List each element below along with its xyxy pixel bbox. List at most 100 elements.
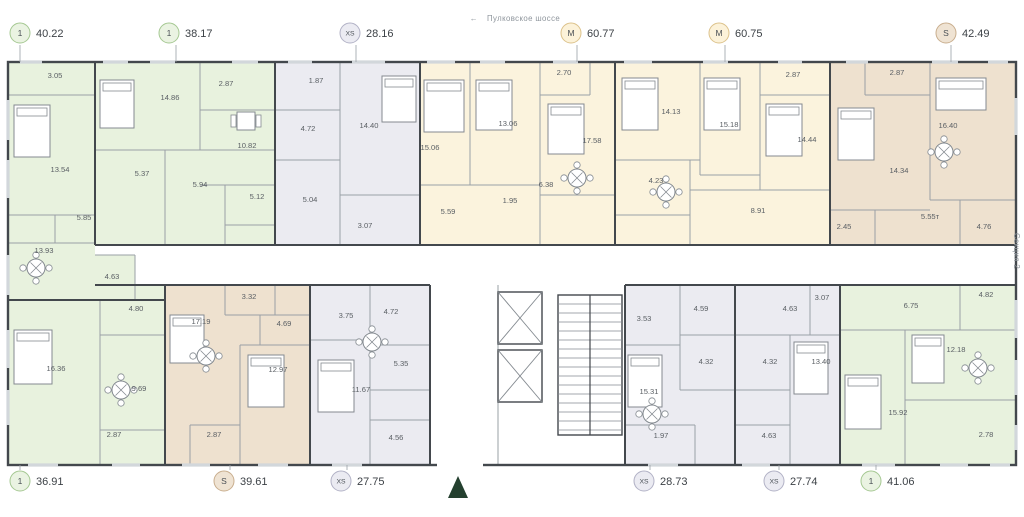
dining-table-icon xyxy=(635,397,669,431)
room-area-label: 5.37 xyxy=(135,169,150,178)
dining-table-icon xyxy=(961,351,995,385)
unit-region-unit-39-61 xyxy=(165,285,310,465)
badge-circle xyxy=(9,22,31,44)
room-area-label: 6.75 xyxy=(904,301,919,310)
room-area-label: 2.87 xyxy=(786,70,801,79)
room-area-label: 14.34 xyxy=(889,166,908,175)
room-area-label: 16.36 xyxy=(46,364,65,373)
badge-circle xyxy=(9,470,31,492)
room-area-label: 11.67 xyxy=(352,385,370,394)
badge-type-label: XS xyxy=(769,479,779,486)
room-area-label: 4.59 xyxy=(694,304,709,313)
badge-type-label: 1 xyxy=(18,28,23,38)
room-area-label: 4.32 xyxy=(763,357,778,366)
bed-icon xyxy=(935,77,987,111)
room-area-label: 5.59 xyxy=(441,207,456,216)
badge-circle xyxy=(560,22,582,44)
room-area-label: 17.58 xyxy=(582,136,601,145)
bed-icon xyxy=(547,103,585,155)
room-area-label: 1.87 xyxy=(309,76,324,85)
badge-circle xyxy=(330,470,352,492)
dining-table-icon xyxy=(104,373,138,407)
room-area-label: 1.95 xyxy=(503,196,518,205)
room-area-label: 4.72 xyxy=(301,124,316,133)
room-area-label: 4.69 xyxy=(277,319,292,328)
room-area-label: 10.82 xyxy=(237,141,256,150)
badge-circle xyxy=(213,470,235,492)
badge-area-value: 40.22 xyxy=(36,28,64,40)
room-area-label: 3.07 xyxy=(358,221,373,230)
badge-area-value: 60.77 xyxy=(587,28,615,40)
badge-area-value: 28.16 xyxy=(366,28,394,40)
street-label: Пулковское шоссе xyxy=(487,14,560,23)
badge-circle xyxy=(158,22,180,44)
room-area-label: 17.19 xyxy=(191,317,210,326)
badge-circle xyxy=(763,470,785,492)
dining-table-icon xyxy=(189,339,223,373)
room-area-label: 14.40 xyxy=(359,121,378,130)
unit-badge[interactable]: S 42.49 xyxy=(935,22,990,62)
unit-badge[interactable]: XS 27.74 xyxy=(763,465,818,492)
room-area-label: 3.53 xyxy=(637,314,652,323)
room-area-label: 4.72 xyxy=(384,307,399,316)
room-area-label: 13.40 xyxy=(811,357,830,366)
badge-area-value: 42.49 xyxy=(962,28,990,40)
badge-area-value: 39.61 xyxy=(240,476,268,488)
badge-circle xyxy=(860,470,882,492)
bed-icon xyxy=(423,79,465,133)
bed-icon xyxy=(99,79,135,129)
bed-icon xyxy=(13,329,53,385)
bed-icon xyxy=(844,374,882,430)
room-area-label: 14.13 xyxy=(661,107,680,116)
bed-icon xyxy=(765,103,803,157)
badge-area-value: 38.17 xyxy=(185,28,213,40)
room-area-label: 5.12 xyxy=(250,192,265,201)
badge-area-value: 27.74 xyxy=(790,476,818,488)
badge-type-label: S xyxy=(221,476,227,486)
room-area-label: 15.31 xyxy=(639,387,658,396)
elevator-icon xyxy=(497,349,543,403)
room-area-label: 13.54 xyxy=(50,165,69,174)
room-area-label: 15.06 xyxy=(420,143,439,152)
badge-type-label: S xyxy=(943,28,949,38)
room-area-label: 5.85 xyxy=(77,213,92,222)
dining-table-icon xyxy=(927,135,961,169)
badge-type-label: 1 xyxy=(167,28,172,38)
room-area-label: 4.56 xyxy=(389,433,404,442)
bed-icon xyxy=(837,107,875,161)
room-area-label: 2.87 xyxy=(207,430,222,439)
room-area-label: 4.63 xyxy=(762,431,777,440)
room-area-label: 8.91 xyxy=(751,206,766,215)
room-area-label: 13.93 xyxy=(34,246,53,255)
bed-icon xyxy=(703,77,741,131)
room-area-label: 14.86 xyxy=(160,93,179,102)
room-area-label: 6.38 xyxy=(539,180,554,189)
room-area-label: 3.05 xyxy=(48,71,63,80)
badge-type-label: 1 xyxy=(18,476,23,486)
room-area-label: 4.82 xyxy=(979,290,994,299)
unit-badge[interactable]: S 39.61 xyxy=(213,465,268,492)
elevator-icon xyxy=(497,291,543,345)
room-area-label: 2.87 xyxy=(890,68,905,77)
badge-circle xyxy=(633,470,655,492)
room-area-label: 2.70 xyxy=(557,68,572,77)
bed-icon xyxy=(13,104,51,158)
room-area-label: 3.32 xyxy=(242,292,257,301)
badge-area-value: 36.91 xyxy=(36,476,64,488)
bed-icon xyxy=(317,359,355,413)
room-area-label: 16.40 xyxy=(938,121,957,130)
room-area-label: 5.55т xyxy=(921,212,940,221)
room-area-label: 4.76 xyxy=(977,222,992,231)
room-area-label: 4.32 xyxy=(699,357,714,366)
bed-icon xyxy=(381,75,417,123)
